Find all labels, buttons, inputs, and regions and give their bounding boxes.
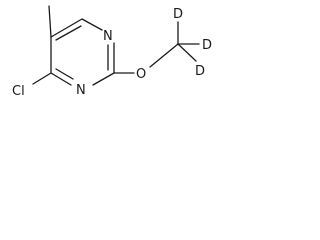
bond-n3-c4 (50, 72, 72, 86)
atom-label-cl: Cl (12, 84, 25, 99)
bond-c2-n3 (92, 72, 115, 86)
chemical-structure-diagram: N N Cl O D D D (12, 5, 212, 99)
atom-label-n-top: N (103, 29, 113, 44)
bond-methyl (48, 5, 52, 38)
atom-label-n-bottom: N (76, 83, 86, 98)
bond-c5-c6 (50, 18, 83, 38)
bond-c5-c6-inner (55, 25, 82, 41)
atom-label-o: O (136, 67, 146, 82)
bond-n3-c4-inner (55, 68, 74, 80)
bond-o-c (149, 43, 179, 68)
bond-c4-cl (32, 72, 52, 85)
bond-lines (32, 5, 200, 86)
atom-labels: N N Cl O D D D (12, 7, 212, 99)
atom-label-d-bottom: D (195, 64, 205, 79)
bond-c6-n1 (81, 18, 103, 31)
atom-label-d-right: D (202, 38, 212, 53)
atom-label-d-top: D (173, 7, 183, 22)
bond-c-d3 (177, 43, 197, 62)
